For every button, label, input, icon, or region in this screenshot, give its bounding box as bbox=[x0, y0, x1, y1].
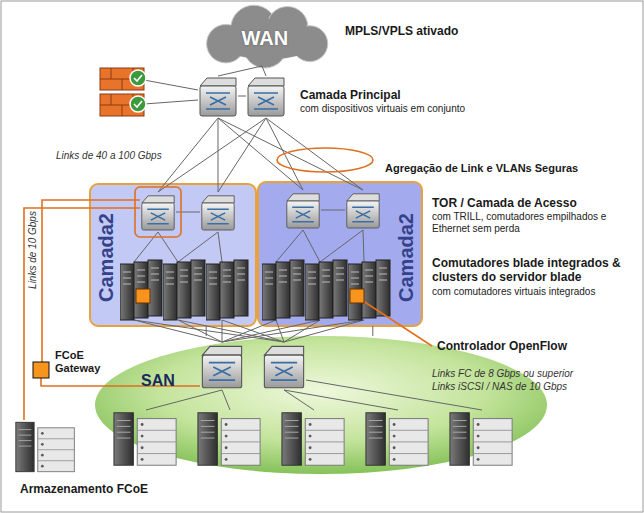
fcoe-link bbox=[277, 148, 373, 172]
annotation-label: Links iSCSI / NAS de 10 Gbps bbox=[432, 381, 567, 393]
annotation-label: Controlador OpenFlow bbox=[437, 339, 567, 353]
annotation-label: Agregação de Link e VLANs Seguras bbox=[385, 162, 578, 175]
network-wire bbox=[144, 80, 198, 104]
firewall-icon bbox=[134, 75, 142, 107]
annotation-label: com dispositivos virtuais em conjunto bbox=[300, 103, 530, 115]
tor-switch bbox=[202, 196, 234, 230]
annotation-label: Camada Principal bbox=[300, 88, 401, 102]
annotation-label: Links de 40 a 100 Gbps bbox=[56, 150, 162, 162]
annotation-label: FCoE Gateway bbox=[55, 349, 107, 375]
node-text: Camada2 bbox=[94, 213, 117, 302]
openflow-marker bbox=[350, 289, 364, 303]
node-text: SAN bbox=[141, 372, 175, 390]
openflow-marker bbox=[33, 289, 364, 378]
fcoe-link bbox=[24, 208, 140, 420]
tor-switch bbox=[287, 194, 319, 228]
network-link bbox=[206, 326, 207, 336]
tor-switch bbox=[142, 196, 174, 230]
layer2-region: Camada2 bbox=[258, 182, 422, 326]
blade-server bbox=[206, 260, 248, 320]
firewall-icon bbox=[100, 68, 146, 116]
wan-cloud: WAN bbox=[195, 4, 335, 68]
annotation-label: Links de 10 Gbps bbox=[27, 211, 39, 289]
san-switch bbox=[264, 346, 303, 387]
tor-switch bbox=[347, 194, 379, 228]
cloud-shape bbox=[217, 19, 318, 60]
core-switch bbox=[248, 78, 284, 116]
annotation-label: Comutadores blade integrados & clusters … bbox=[432, 256, 632, 285]
san-ellipse: SAN bbox=[95, 336, 547, 474]
network-wire bbox=[146, 380, 482, 410]
blade-server bbox=[348, 260, 390, 320]
annotation-label: TOR / Camada de Acesso bbox=[432, 196, 577, 210]
network-wire bbox=[218, 66, 266, 76]
network-wire bbox=[238, 96, 246, 97]
blade-server bbox=[305, 260, 347, 320]
layer2-region: Camada2 bbox=[90, 184, 256, 326]
node-text: Camada2 bbox=[394, 213, 417, 302]
core-switch bbox=[200, 78, 284, 116]
annotation-label: MPLS/VPLS ativado bbox=[345, 24, 458, 38]
openflow-marker bbox=[136, 289, 150, 303]
openflow-marker bbox=[33, 362, 49, 378]
storage-array bbox=[282, 413, 344, 465]
san-switch bbox=[202, 346, 303, 387]
network-wire bbox=[222, 320, 364, 342]
fcoe-link bbox=[42, 200, 140, 362]
san-ellipse bbox=[95, 336, 547, 474]
fcoe-link bbox=[41, 378, 200, 386]
node-text: WAN bbox=[242, 27, 289, 50]
storage-array bbox=[450, 413, 512, 465]
san-switch bbox=[202, 346, 241, 387]
tor-switch bbox=[142, 194, 379, 230]
blade-server bbox=[120, 260, 162, 320]
annotation-label: com TRILL, comutadores empilhados e Ethe… bbox=[432, 211, 627, 235]
blade-server bbox=[262, 260, 304, 320]
network-wire bbox=[158, 118, 363, 192]
firewall-icon bbox=[130, 70, 146, 86]
storage-array bbox=[16, 413, 512, 472]
fcoe-link bbox=[135, 187, 181, 237]
network-wire bbox=[134, 66, 482, 410]
cloud-shape bbox=[207, 5, 328, 68]
storage-array bbox=[114, 413, 176, 465]
layer2-region bbox=[90, 184, 256, 326]
annotation-label: com comutadores virtuais integrados bbox=[432, 286, 637, 298]
network-wire bbox=[276, 230, 364, 262]
storage-array bbox=[16, 422, 75, 471]
layer2-region bbox=[258, 182, 422, 326]
storage-array bbox=[198, 413, 260, 465]
annotation-label: Armazenamento FCoE bbox=[20, 482, 148, 496]
fcoe-link bbox=[357, 297, 432, 346]
firewall-icon bbox=[130, 96, 146, 112]
annotation-label: Links FC de 8 Gbps ou superior bbox=[432, 368, 573, 380]
blade-server bbox=[163, 260, 205, 320]
network-link bbox=[372, 326, 373, 336]
network-wire bbox=[134, 320, 284, 342]
fcoe-link bbox=[24, 148, 432, 420]
storage-array bbox=[366, 413, 428, 465]
blade-server bbox=[120, 260, 390, 320]
network-wire bbox=[158, 118, 363, 192]
core-switch bbox=[200, 78, 236, 116]
